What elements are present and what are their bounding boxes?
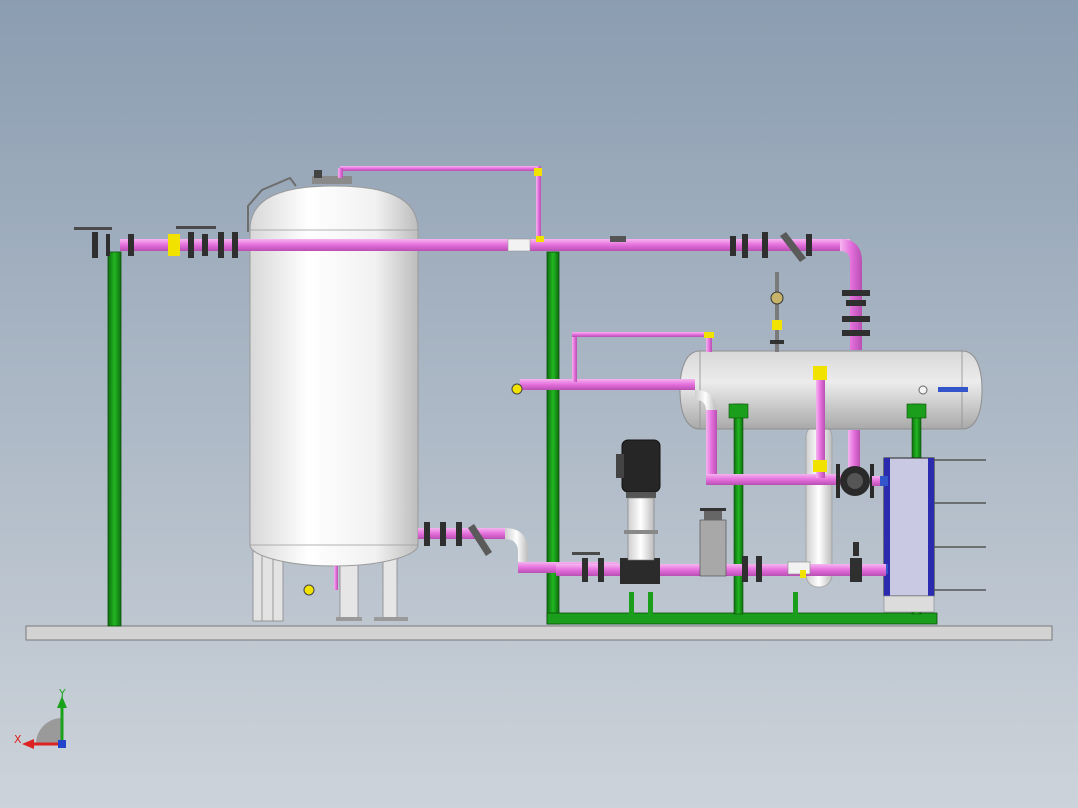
vertical-storage-tank [247,170,419,622]
vertical-pump [616,439,661,561]
pump-line [556,508,886,584]
top-bypass-pipe [338,166,544,242]
base-skid [25,625,1053,641]
horizontal-tank [679,350,983,588]
left-support-column [107,251,122,627]
xyz-axis-triad-icon [22,696,67,749]
plate-heat-exchanger [880,457,986,613]
return-pipe [511,332,714,395]
x-axis-label: X [14,733,22,746]
instrument-stack [770,272,784,352]
y-axis-label: Y [58,687,66,700]
header-valves [74,226,870,336]
